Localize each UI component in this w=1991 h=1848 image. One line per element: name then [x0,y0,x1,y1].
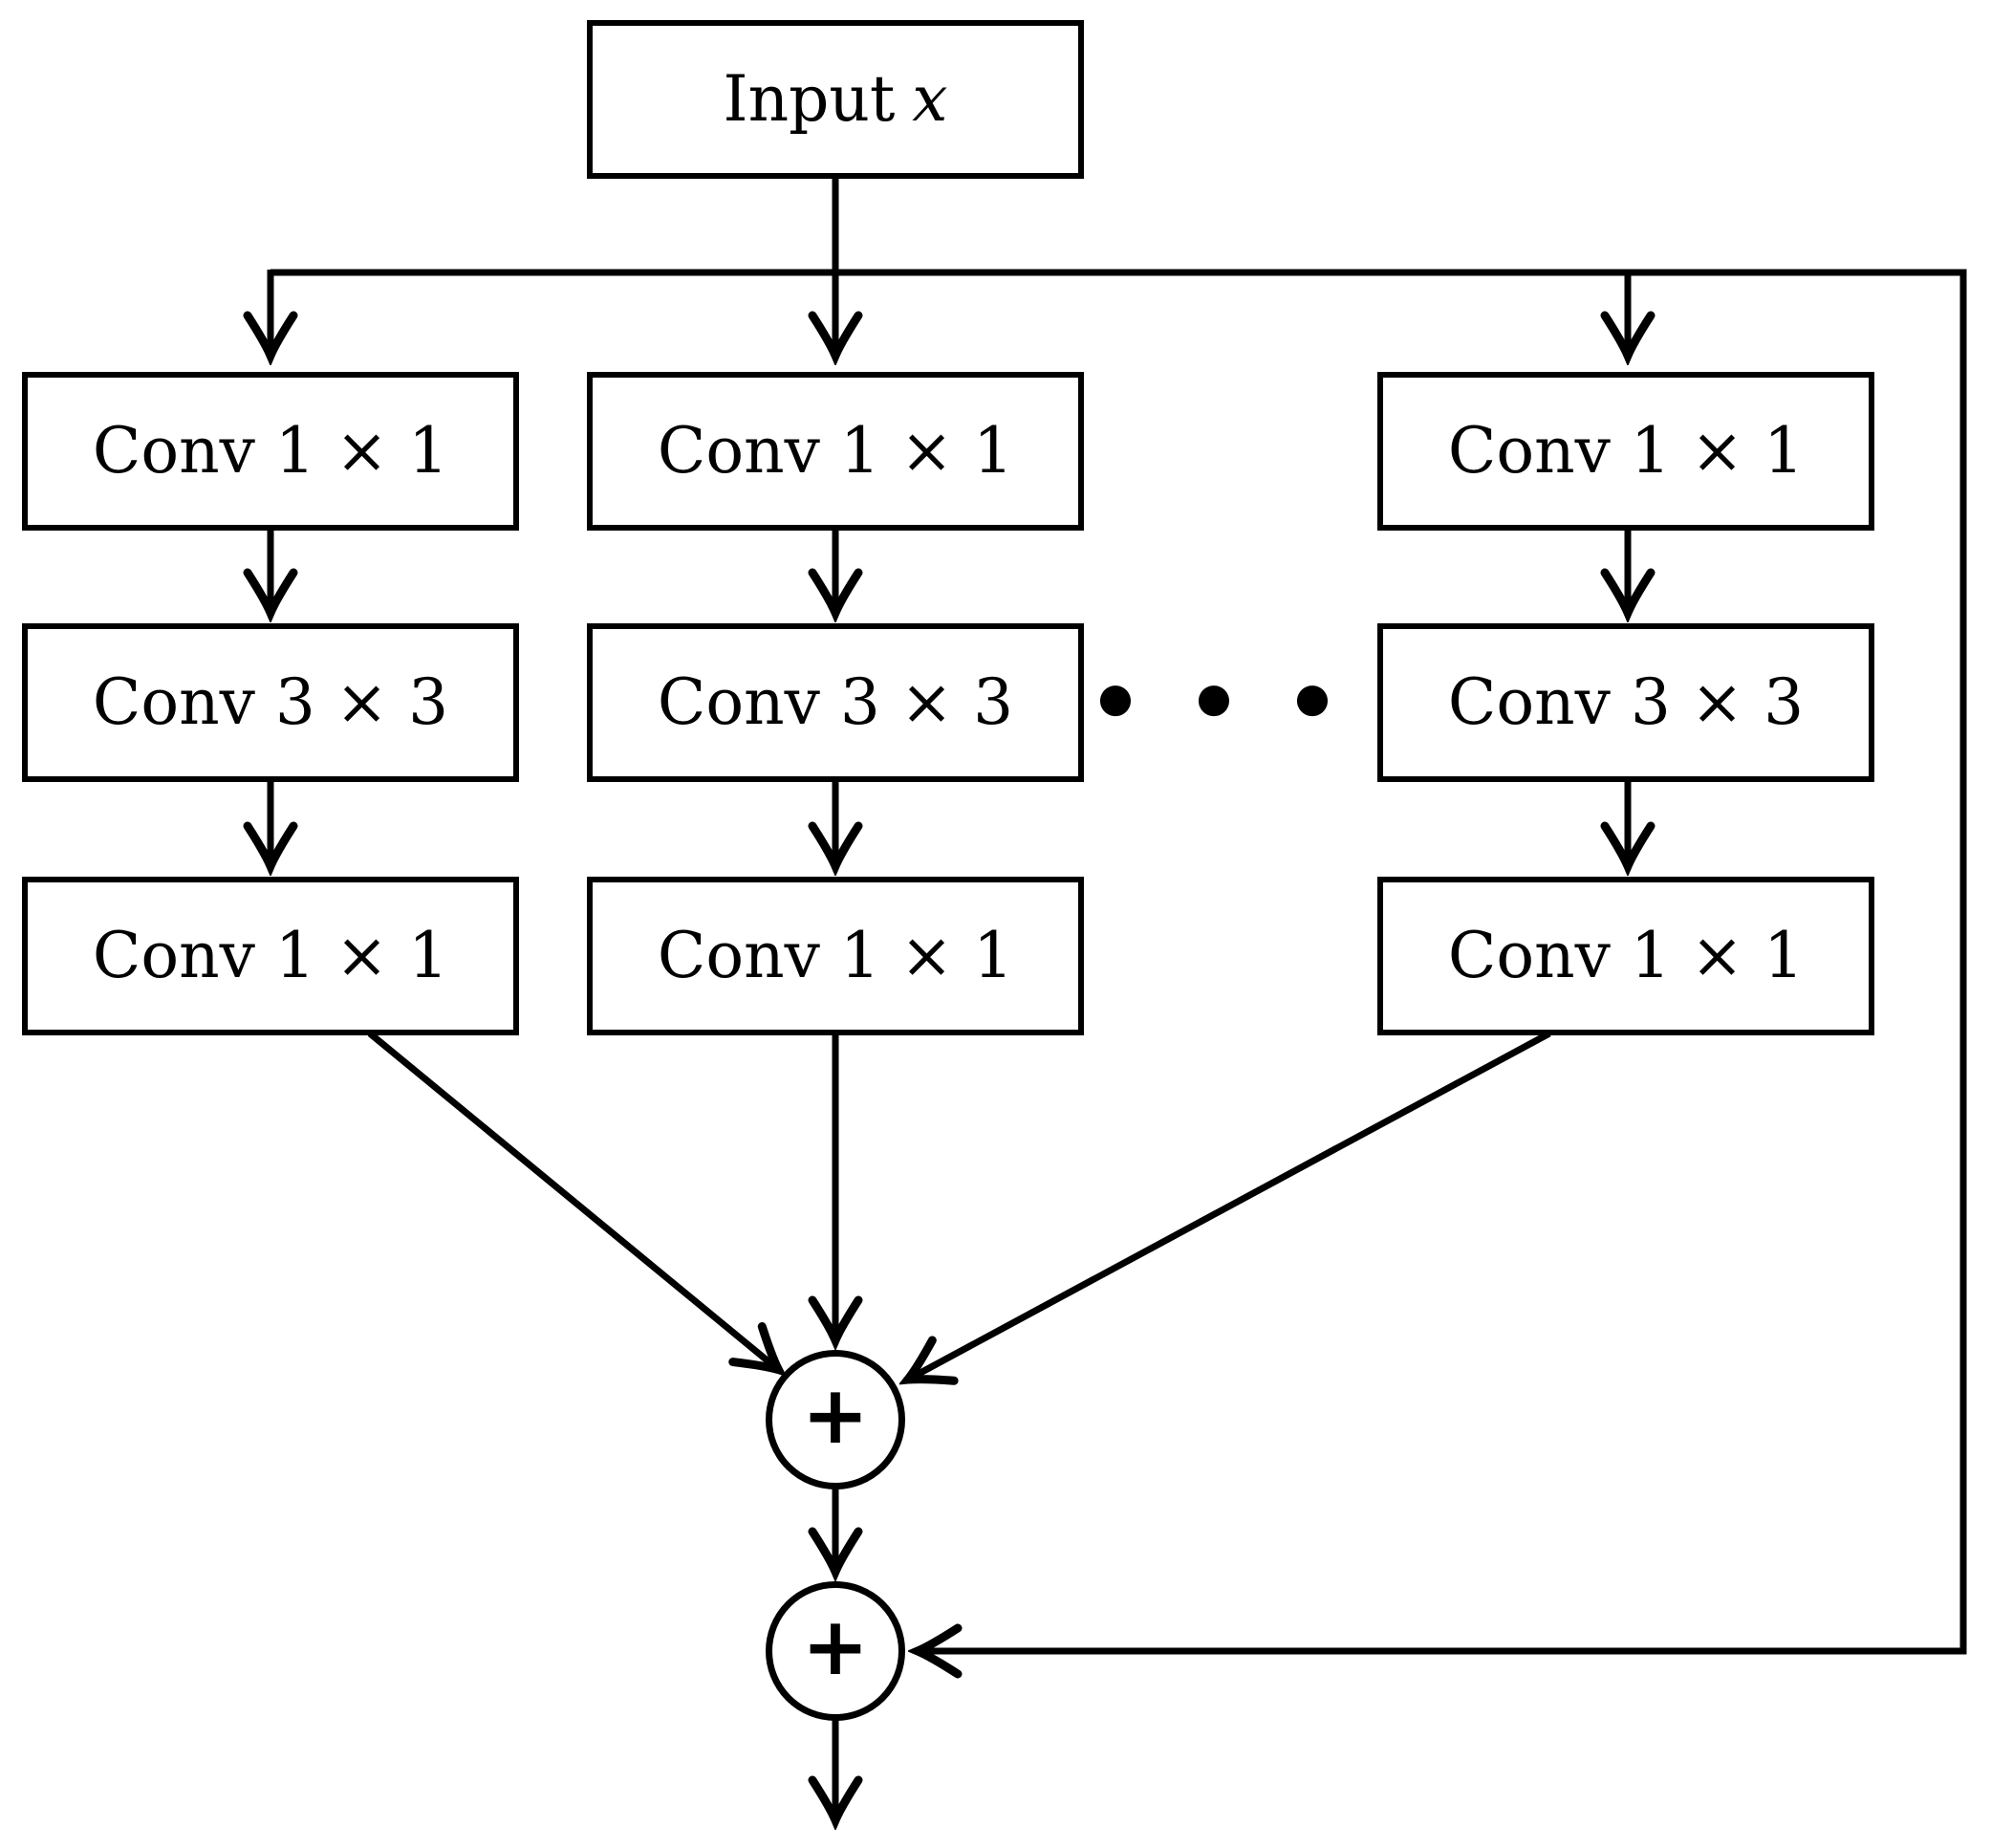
input-variable: x [912,62,948,136]
branch-ellipsis-dots: ● ● ● [1097,674,1331,721]
branchn-conv3x3-box: Conv 3 × 3 [1377,623,1874,782]
branch1-conv1x1-box-bottom: Conv 1 × 1 [22,877,519,1035]
branch2-conv1x1-box-bottom: Conv 1 × 1 [587,877,1084,1035]
branchn-conv1x1-box-top: Conv 1 × 1 [1377,372,1874,531]
sum-node-2: + [766,1581,905,1721]
branchn-conv1x1-box-bottom: Conv 1 × 1 [1377,877,1874,1035]
branch1-conv1x1-box-top: Conv 1 × 1 [22,372,519,531]
branch2-conv3x3-box: Conv 3 × 3 [587,623,1084,782]
input-box: Input x [587,20,1084,179]
branch1-conv3x3-box: Conv 3 × 3 [22,623,519,782]
branchn-to-sum-arrow [906,1030,1551,1381]
branch1-to-sum-arrow [367,1031,780,1371]
input-label: Input [723,62,896,136]
branch2-conv1x1-box-top: Conv 1 × 1 [587,372,1084,531]
skip-connection-line [271,269,1967,1651]
sum-node-1: + [766,1350,905,1489]
